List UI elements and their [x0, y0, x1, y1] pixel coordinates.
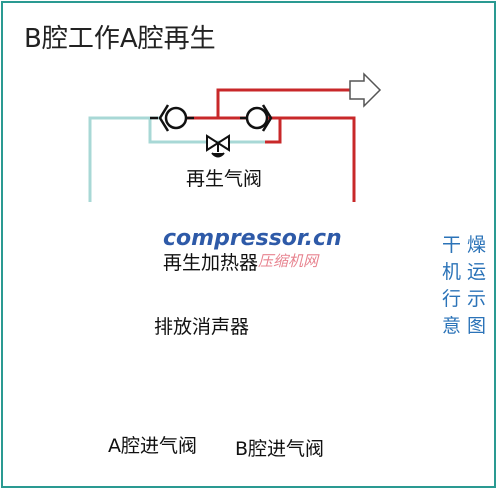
b-inlet-valve-label: B腔进气阀 [235, 438, 325, 460]
diagram-frame [1, 1, 496, 488]
heater-label: 再生加热器 [163, 252, 259, 274]
side-caption-line: 机运 [442, 261, 493, 283]
watermark-subtext: 压缩机网 [258, 252, 319, 270]
side-caption-line: 行示 [442, 288, 493, 310]
a-inlet-valve-label: A腔进气阀 [108, 435, 197, 457]
regen-valve-label: 再生气阀 [186, 168, 263, 190]
gate-valve-icon [206, 134, 230, 158]
watermark-logo: compressor.cn [163, 226, 342, 251]
check-valve-right-icon [240, 104, 273, 132]
muffler-label: 排放消声器 [154, 316, 250, 338]
page-title: B腔工作A腔再生 [24, 24, 216, 54]
side-caption: 干燥 机运 行示 意图 [442, 232, 492, 340]
red-piping [186, 88, 356, 202]
check-valve-left-icon [150, 104, 194, 132]
side-caption-line: 意图 [442, 315, 493, 337]
side-caption-line: 干燥 [442, 234, 493, 256]
outlet-arrow-icon [349, 72, 382, 108]
